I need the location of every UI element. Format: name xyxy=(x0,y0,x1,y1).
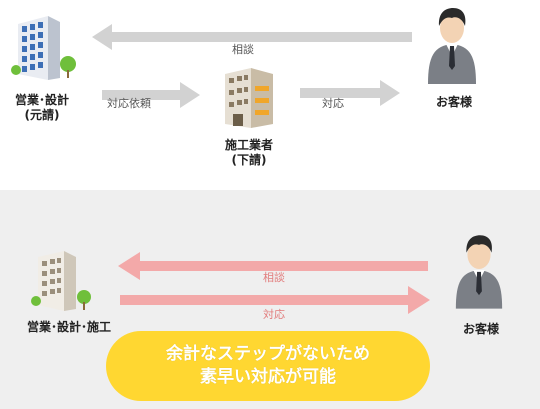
arrow-respond-top xyxy=(300,80,400,106)
contractor-label: 施工業者 (下請) xyxy=(216,138,282,168)
arrow-request xyxy=(102,82,200,108)
arrow-consult-top xyxy=(92,24,412,50)
arrow-respond-bottom xyxy=(120,286,430,314)
contractor-line1: 施工業者 xyxy=(224,138,273,152)
top-company-label: 営業･設計 (元請) xyxy=(10,93,74,123)
contractor-building-icon xyxy=(225,68,273,128)
businessman-icon xyxy=(455,235,503,309)
callout-bubble: 余計なステップがないため 素早い対応が可能 xyxy=(106,331,430,401)
top-customer-label: お客様 xyxy=(435,95,472,109)
office-building-icon xyxy=(31,251,91,311)
bottom-company-label: 営業･設計･施工 xyxy=(26,320,111,334)
contractor-line2: (下請) xyxy=(231,153,267,167)
arrow-request-label: 対応依頼 xyxy=(107,97,151,110)
arrow-respond-top-label: 対応 xyxy=(322,97,344,110)
arrow-respond-bottom-label: 対応 xyxy=(263,308,285,321)
callout-line1: 余計なステップがないため xyxy=(166,344,370,364)
arrow-consult-top-label: 相談 xyxy=(232,43,254,56)
office-building-icon xyxy=(11,16,76,80)
businessman-icon xyxy=(428,8,476,84)
callout-line2: 素早い対応が可能 xyxy=(200,367,336,387)
top-company-line2: (元請) xyxy=(24,108,60,122)
arrow-consult-bottom-label: 相談 xyxy=(263,271,285,284)
bottom-customer-label: お客様 xyxy=(462,322,499,336)
arrow-consult-bottom xyxy=(118,252,428,280)
top-company-line1: 営業･設計 xyxy=(14,93,69,107)
